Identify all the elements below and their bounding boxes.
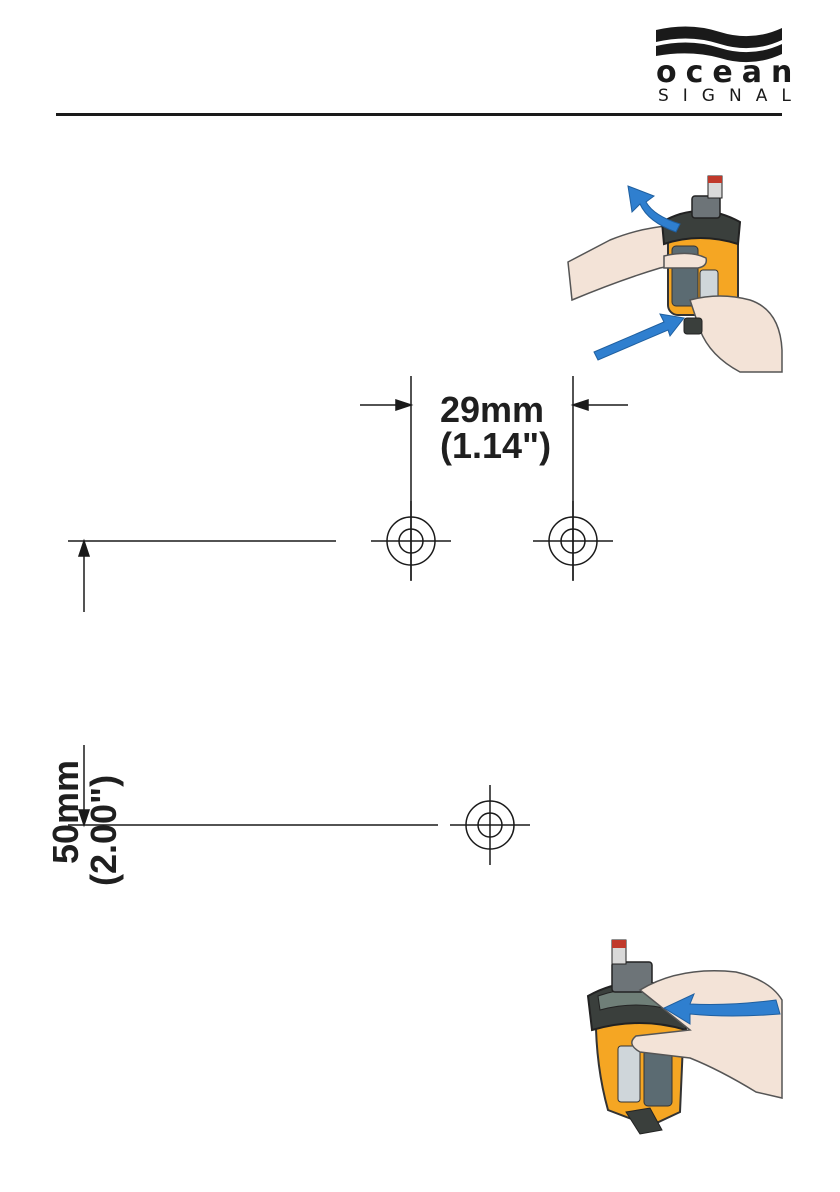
crosshair-icon	[450, 785, 530, 865]
logo-word: ocean	[656, 58, 801, 88]
logo-sub: SIGNAL	[658, 88, 805, 105]
height-label-imperial: (2.00")	[86, 775, 122, 886]
beacon-insert-illustration	[588, 940, 782, 1134]
height-label: 50mm	[48, 760, 84, 864]
beacon-release-illustration	[568, 176, 782, 372]
crosshair-icon	[533, 501, 613, 581]
crosshair-icon	[371, 501, 451, 581]
width-label: 29mm	[440, 392, 544, 428]
header-rule	[56, 113, 782, 116]
ocean-signal-logo: ocean SIGNAL	[640, 22, 790, 107]
width-label-imperial: (1.14")	[440, 428, 551, 464]
